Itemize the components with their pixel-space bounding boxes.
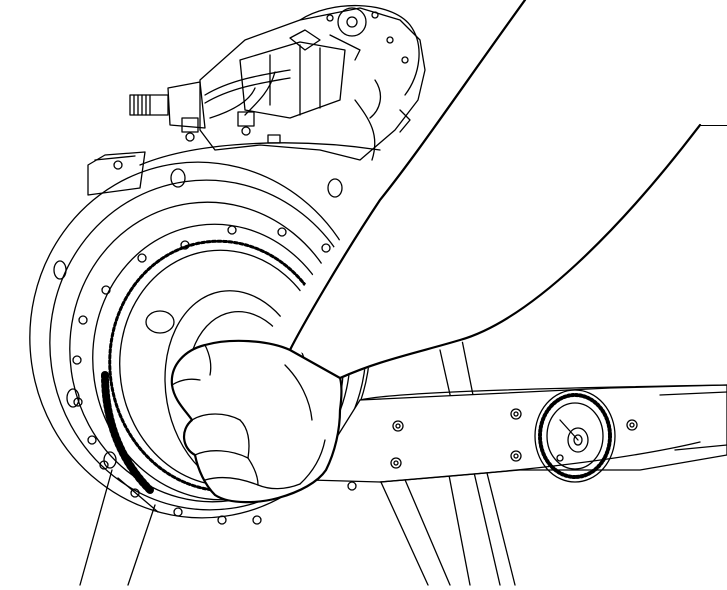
transmission-housing [88,6,425,195]
technician-arm [220,0,727,405]
torque-dial-gauge [535,390,615,482]
torque-wrench [310,385,727,482]
technician-hand [172,341,342,502]
